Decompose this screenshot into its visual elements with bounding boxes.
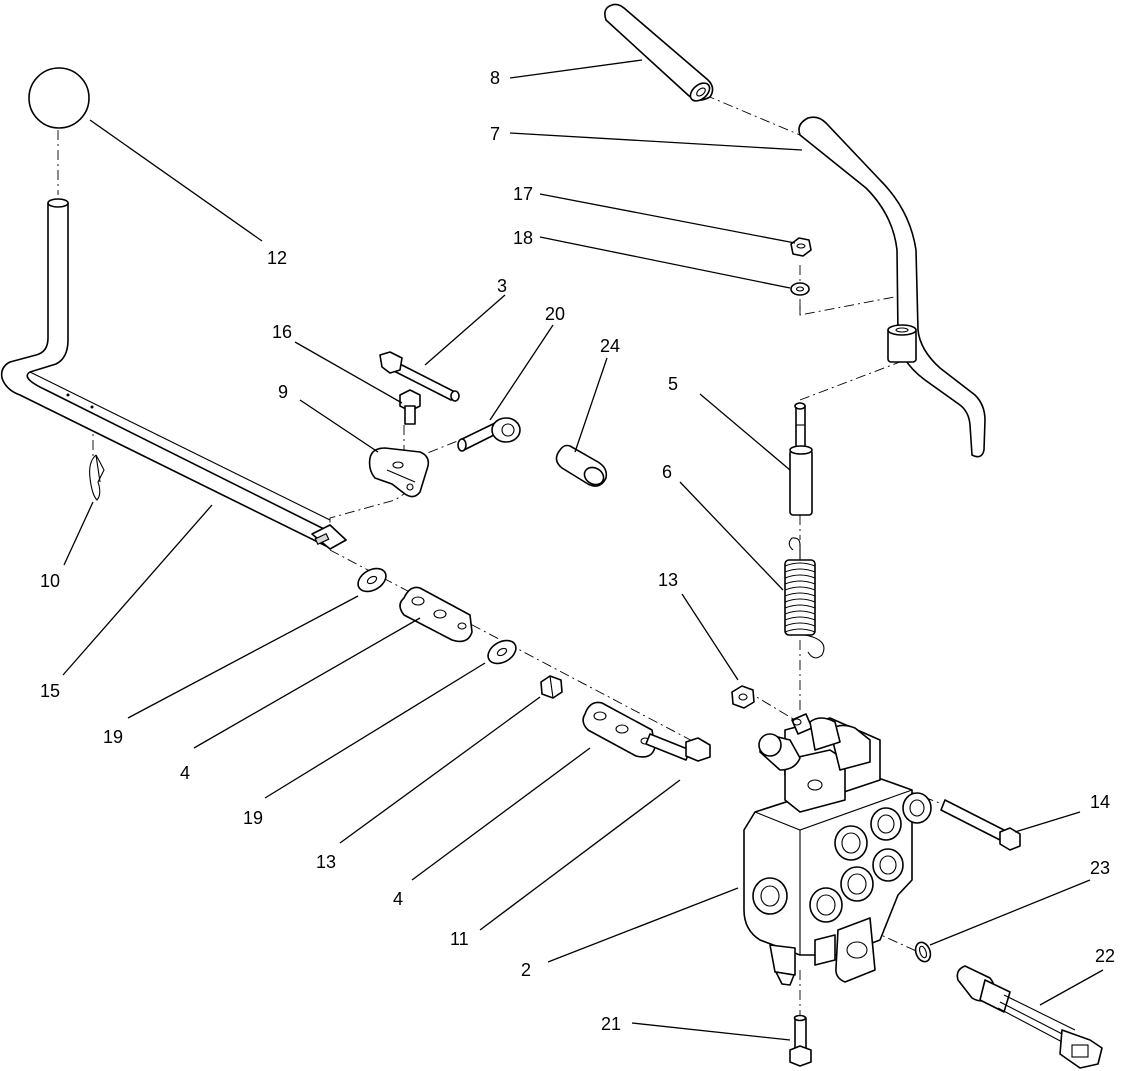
callout-5: 5 [668,374,678,394]
part-16-screw [399,389,421,425]
part-12-knob [28,67,90,129]
callout-22: 22 [1095,946,1115,966]
callout-19-bottom: 19 [243,808,263,828]
part-3-bolt [379,351,460,402]
part-8-grip [604,3,714,102]
callout-12: 12 [267,248,287,268]
part-15-lever-rod [0,198,347,550]
callout-16: 16 [272,322,292,342]
part-24-spacer [555,444,608,487]
callout-24: 24 [600,336,620,356]
callout-labels: 8 7 17 18 12 3 20 16 24 5 9 6 13 10 15 1… [40,68,1115,1034]
part-9-bracket [368,447,430,498]
callout-17: 17 [513,184,533,204]
callout-15: 15 [40,681,60,701]
callout-8: 8 [490,68,500,88]
part-17-nut [790,237,812,257]
callout-13-right: 13 [658,570,678,590]
part-13-nut-1 [540,675,563,699]
part-14-long-bolt [940,799,1021,851]
part-7-bent-lever [798,116,986,458]
callout-18: 18 [513,228,533,248]
part-19-washer-1 [357,567,387,593]
callout-10: 10 [40,571,60,591]
callout-14: 14 [1090,792,1110,812]
part-5-plunger-rod [789,402,813,516]
part-19-washer-2 [487,639,517,665]
callout-4-top: 4 [180,763,190,783]
part-20-rod-end [457,417,521,452]
part-4-plate-2 [582,701,656,758]
callout-6: 6 [662,462,672,482]
callout-7: 7 [490,124,500,144]
part-21-bolt [789,1014,812,1067]
part-11-bolt [645,733,711,762]
callout-2: 2 [521,960,531,980]
callout-11: 11 [450,929,469,949]
callout-4-bottom: 4 [393,889,403,909]
callout-3: 3 [497,276,507,296]
part-6-spring [784,537,825,659]
callout-13-left: 13 [316,852,336,872]
part-10-hairpin-clip [89,454,105,501]
part-18-washer [790,282,810,296]
callout-9: 9 [278,382,288,402]
part-4-plate-1 [399,586,473,643]
part-13-nut-2 [731,685,755,709]
callout-23: 23 [1090,858,1110,878]
leader-lines [62,59,1104,1041]
callout-19-top: 19 [103,727,123,747]
callout-21: 21 [601,1014,621,1034]
part-22-switch [956,965,1103,1069]
part-2-control-valve [743,713,932,986]
callout-20: 20 [545,304,565,324]
part-23-o-ring [914,941,932,963]
